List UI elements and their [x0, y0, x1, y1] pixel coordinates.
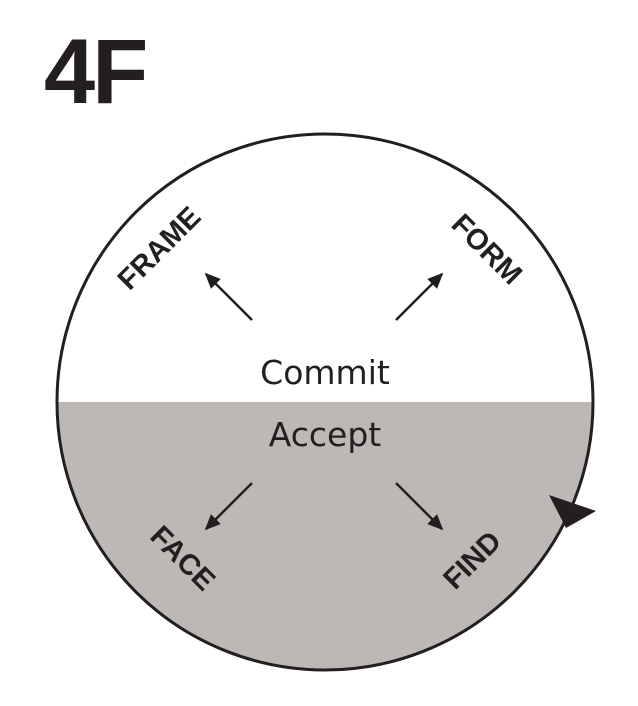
- cycle-circle: [55, 132, 595, 672]
- arrow-down-left-icon: [204, 482, 253, 531]
- accept-label: Accept: [269, 415, 382, 454]
- circle-outline: [55, 132, 595, 672]
- commit-label: Commit: [260, 353, 390, 392]
- arrow-up-left-icon: [204, 272, 253, 321]
- diagram-title: 4F: [44, 21, 145, 123]
- arrow-down-right-icon: [395, 482, 444, 531]
- arrow-up-right-icon: [395, 272, 444, 321]
- cycle-arrowhead-icon: [549, 495, 596, 528]
